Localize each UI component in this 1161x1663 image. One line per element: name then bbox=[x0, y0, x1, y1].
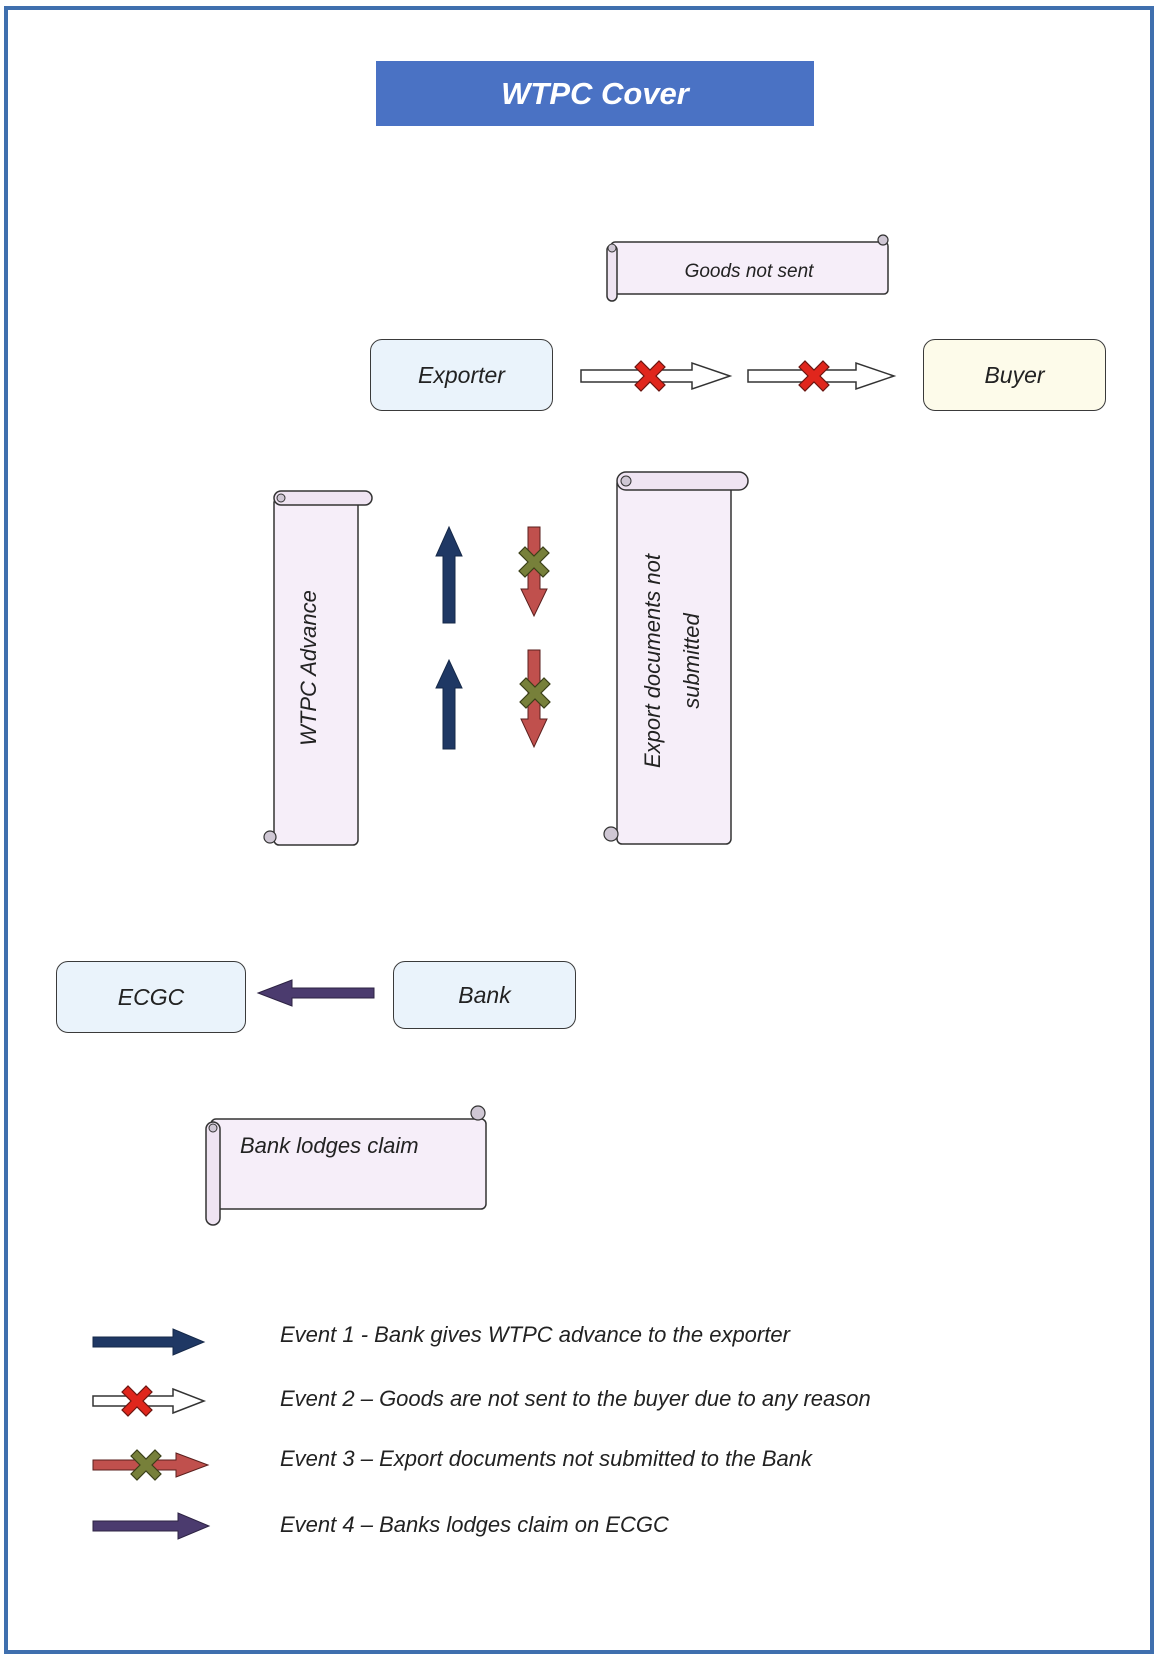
documents-arrow-down-1 bbox=[518, 526, 550, 618]
bank-box: Bank bbox=[393, 961, 576, 1029]
bank-lodges-claim-scroll: Bank lodges claim bbox=[205, 1105, 487, 1226]
wtpc-advance-scroll: WTPC Advance bbox=[263, 490, 373, 846]
exporter-box: Exporter bbox=[370, 339, 553, 411]
event1-arrow-icon bbox=[92, 1328, 206, 1356]
goods-not-sent-scroll: Goods not sent bbox=[606, 234, 889, 302]
documents-arrow-down-2 bbox=[519, 649, 551, 749]
event2-crossed-arrow-icon bbox=[92, 1385, 207, 1417]
advance-arrow-up-2 bbox=[435, 658, 463, 750]
claim-arrow-left bbox=[256, 979, 375, 1007]
legend-event1-text: Event 1 - Bank gives WTPC advance to the… bbox=[280, 1322, 790, 1347]
export-documents-scroll: Export documents not submitted bbox=[603, 471, 749, 845]
advance-arrow-up-1 bbox=[435, 525, 463, 624]
page-title: WTPC Cover bbox=[376, 61, 814, 126]
export-documents-label-line1: Export documents not bbox=[640, 553, 665, 768]
legend-event3-text: Event 3 – Export documents not submitted… bbox=[280, 1446, 812, 1471]
export-documents-label-line2: submitted bbox=[679, 613, 704, 709]
ecgc-box: ECGC bbox=[56, 961, 246, 1033]
bank-label: Bank bbox=[458, 981, 511, 1008]
goods-flow-arrow-1 bbox=[580, 360, 733, 392]
legend-event2-text: Event 2 – Goods are not sent to the buye… bbox=[280, 1386, 871, 1411]
goods-flow-arrow-2 bbox=[747, 360, 897, 392]
page-frame bbox=[4, 6, 1154, 1654]
event3-crossed-arrow-icon bbox=[92, 1449, 210, 1481]
exporter-label: Exporter bbox=[418, 361, 505, 388]
legend-event4-text: Event 4 – Banks lodges claim on ECGC bbox=[280, 1512, 669, 1537]
bank-lodges-claim-label: Bank lodges claim bbox=[240, 1133, 419, 1158]
ecgc-label: ECGC bbox=[117, 983, 185, 1010]
buyer-box: Buyer bbox=[923, 339, 1106, 411]
buyer-label: Buyer bbox=[984, 361, 1045, 388]
event4-arrow-icon bbox=[92, 1512, 211, 1540]
goods-not-sent-label: Goods not sent bbox=[685, 261, 815, 282]
wtpc-advance-label: WTPC Advance bbox=[296, 590, 321, 746]
